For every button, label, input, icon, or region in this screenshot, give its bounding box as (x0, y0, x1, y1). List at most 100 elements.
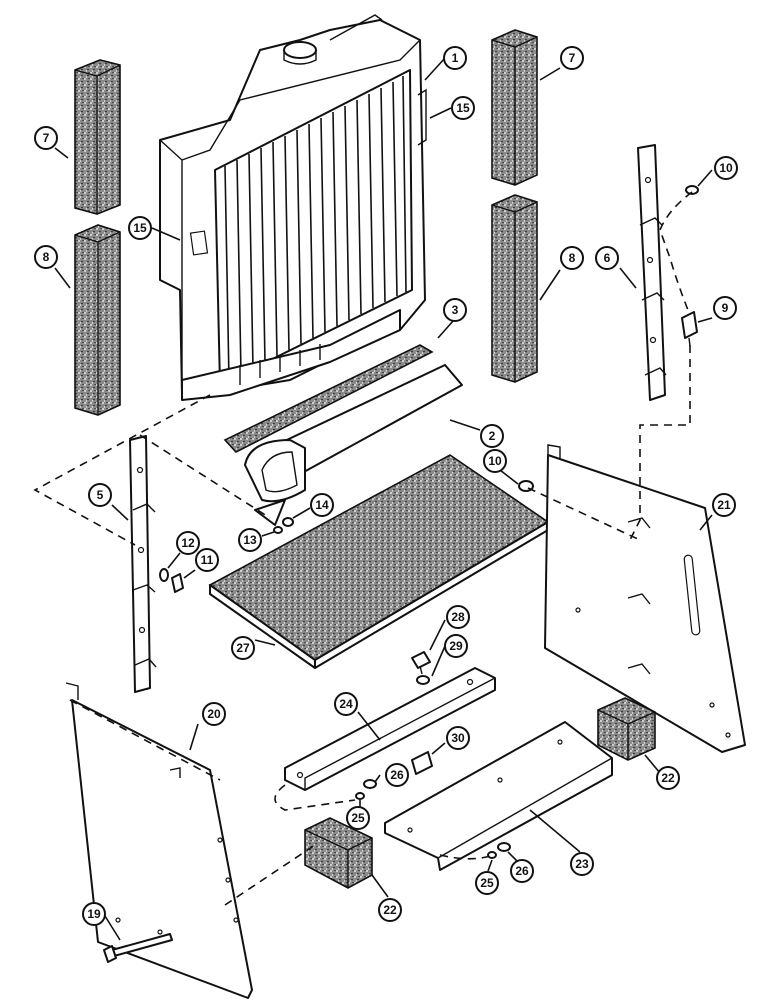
callout: 15 (451, 96, 475, 120)
svg-text:13: 13 (243, 533, 257, 547)
svg-text:10: 10 (488, 454, 502, 468)
svg-text:8: 8 (569, 251, 576, 265)
bracket-5 (129, 435, 157, 693)
washer-13 (273, 526, 283, 534)
svg-text:20: 20 (207, 707, 221, 721)
svg-text:10: 10 (719, 161, 733, 175)
strip-3 (223, 344, 434, 453)
svg-text:14: 14 (315, 498, 329, 512)
svg-text:7: 7 (569, 51, 576, 65)
svg-text:22: 22 (383, 903, 397, 917)
callout: 3 (443, 298, 467, 322)
spacer-block-22-left (304, 817, 373, 889)
svg-text:26: 26 (390, 768, 404, 782)
callout: 21 (712, 493, 736, 517)
callout: 29 (444, 634, 468, 658)
svg-text:22: 22 (661, 771, 675, 785)
svg-text:6: 6 (604, 251, 611, 265)
bolt-19 (103, 933, 173, 963)
svg-text:30: 30 (451, 731, 465, 745)
channel-24 (284, 667, 496, 791)
svg-text:25: 25 (351, 811, 365, 825)
callout: 20 (202, 702, 226, 726)
callout: 9 (713, 296, 737, 320)
radiator (159, 14, 427, 401)
svg-text:26: 26 (515, 864, 529, 878)
shroud-2 (244, 364, 463, 526)
radiator-fins (224, 75, 407, 381)
callout: 10 (714, 156, 738, 180)
svg-text:24: 24 (339, 697, 353, 711)
callout: 8 (34, 245, 58, 269)
svg-text:1: 1 (452, 51, 459, 65)
svg-text:11: 11 (201, 553, 214, 567)
alignment-lines (33, 191, 693, 906)
callout: 12 (176, 531, 200, 555)
nut-10-upper (685, 185, 699, 195)
washer-25-lower (487, 851, 497, 859)
callout: 19 (82, 902, 106, 926)
callout: 24 (334, 692, 358, 716)
side-panel-21 (544, 444, 746, 753)
svg-text:5: 5 (97, 488, 104, 502)
svg-text:21: 21 (717, 498, 731, 512)
callout: 6 (595, 246, 619, 270)
clip-30 (411, 751, 433, 775)
svg-text:23: 23 (575, 857, 589, 871)
callout: 22 (378, 898, 402, 922)
svg-text:29: 29 (449, 639, 463, 653)
foam-strip-8-left (74, 224, 121, 416)
callout: 2 (480, 424, 504, 448)
svg-text:8: 8 (43, 250, 50, 264)
washer-25-upper (355, 792, 365, 800)
foam-strip-7-right (491, 29, 538, 186)
callout: 14 (310, 493, 334, 517)
callout: 15 (128, 216, 152, 240)
foam-strip-8-right (491, 194, 538, 383)
callouts: 1 15 15 7 8 7 8 10 6 9 3 2 10 5 14 13 12… (34, 46, 738, 926)
callout: 22 (656, 766, 680, 790)
svg-text:25: 25 (480, 876, 494, 890)
callout: 27 (231, 636, 255, 660)
callout: 26 (510, 859, 534, 883)
spacer-block-22-right (597, 697, 656, 761)
washer-12 (159, 568, 169, 582)
nut-14 (282, 517, 294, 527)
svg-text:7: 7 (43, 131, 50, 145)
bolt-9 (681, 311, 698, 347)
callout: 7 (34, 126, 58, 150)
callout: 11 (195, 548, 219, 572)
bolt-11 (171, 573, 184, 593)
side-panel-20 (65, 682, 253, 999)
svg-text:12: 12 (181, 536, 195, 550)
washer-26-upper (363, 779, 377, 789)
svg-text:19: 19 (87, 907, 101, 921)
callout: 25 (346, 806, 370, 830)
svg-text:28: 28 (451, 610, 465, 624)
callout: 5 (88, 483, 112, 507)
callout: 13 (238, 528, 262, 552)
callout: 23 (570, 852, 594, 876)
svg-text:15: 15 (456, 101, 470, 115)
svg-text:2: 2 (489, 429, 496, 443)
callout: 7 (560, 46, 584, 70)
callout: 10 (483, 449, 507, 473)
svg-text:27: 27 (236, 641, 250, 655)
callout: 30 (446, 726, 470, 750)
bolt-28 (411, 651, 431, 675)
foam-strip-7-left (74, 59, 121, 215)
callout: 8 (560, 246, 584, 270)
callout: 1 (443, 46, 467, 70)
nut-26-lower (497, 842, 511, 852)
callout: 25 (475, 871, 499, 895)
svg-text:3: 3 (452, 303, 459, 317)
washer-29 (416, 675, 430, 685)
callout: 26 (385, 763, 409, 787)
svg-text:9: 9 (722, 301, 729, 315)
svg-text:15: 15 (133, 221, 147, 235)
bracket-6 (637, 144, 667, 401)
callout: 28 (446, 605, 470, 629)
base-plate-23 (384, 721, 613, 871)
